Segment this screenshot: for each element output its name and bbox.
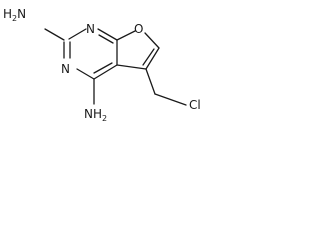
bond-c6-c5-inner xyxy=(142,48,155,66)
amine-bottom-nh: NH xyxy=(84,107,102,121)
atom-label-amine-top: H2N xyxy=(3,7,26,23)
bond-o1-c6 xyxy=(144,32,160,49)
atom-label-o1: O xyxy=(134,22,143,36)
bond-c2-n1 xyxy=(68,28,87,40)
bond-group xyxy=(44,28,187,106)
amine-bottom-subscript: 2 xyxy=(102,114,107,123)
chemical-structure: N N O Cl H2N NH2 xyxy=(3,7,201,123)
amine-top-subscript: 2 xyxy=(12,14,17,23)
bond-c6-c5 xyxy=(145,47,160,70)
bond-c5-c4a xyxy=(116,64,147,70)
bond-c5-ch2 xyxy=(145,68,156,95)
bond-n1-c7a xyxy=(97,28,118,41)
bond-c4-n3 xyxy=(76,68,95,80)
atom-label-cl: Cl xyxy=(189,98,201,112)
atom-labels: N N O Cl H2N NH2 xyxy=(3,7,201,123)
bond-c4a-c4-inner xyxy=(93,62,113,74)
atom-label-n1: N xyxy=(86,22,95,36)
bond-ch2-cl xyxy=(154,93,187,106)
atom-label-amine-bottom: NH2 xyxy=(84,107,107,123)
bond-c2-nh2 xyxy=(44,28,65,41)
bond-n1-c7a-inner xyxy=(98,34,114,44)
atom-label-n3: N xyxy=(61,62,70,76)
amine-top-n: N xyxy=(17,7,26,21)
bond-c7a-o1 xyxy=(116,30,136,41)
bond-c4a-c4 xyxy=(93,64,118,80)
amine-top-h: H xyxy=(3,7,12,21)
